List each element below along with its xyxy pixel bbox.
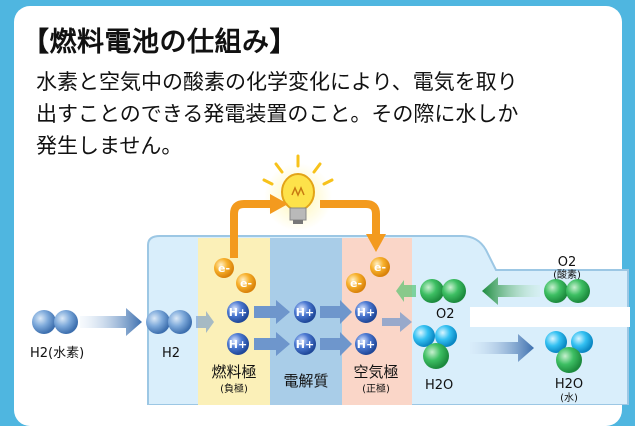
description: 水素と空気中の酸素の化学変化により、電気を取り 出すことのできる発電装置のこと。… [36,66,616,162]
hydrogen-molecule-inner [146,310,192,334]
proton-particle: H+ [355,301,377,323]
label-cathode: 空気極 [353,363,398,381]
proton-particle: H+ [227,301,249,323]
svg-text:e-: e- [374,261,386,274]
electron-particle: e- [370,257,390,277]
water-molecule-outer [545,331,593,373]
lightbulb-icon [281,173,315,224]
label-o2-outer: O2 [558,255,577,270]
label-o2-inner: O2 [436,307,455,322]
description-line-2: 出すことのできる発電装置のこと。その際に水しか [36,102,519,126]
svg-text:e-: e- [240,277,252,290]
svg-text:e-: e- [350,277,362,290]
electron-flow-arrow-right [320,200,380,238]
svg-text:e-: e- [218,262,230,275]
proton-flow-arrows [254,300,412,356]
water-molecule-inner [413,325,457,369]
svg-text:H+: H+ [296,306,314,319]
description-line-1: 水素と空気中の酸素の化学変化により、電気を取り [36,70,518,94]
label-h2o-outer-sub: (水) [560,392,578,404]
label-cathode-sub: (正極) [362,382,390,395]
proton-particle: H+ [294,333,316,355]
fuel-cell-diagram: e- e- e- e- H+ H+ H+ H+ H+ H+ [30,154,630,405]
oxygen-flow-arrow [482,277,540,305]
label-o2-outer-sub: (酸素) [553,268,581,281]
svg-text:H+: H+ [229,338,247,351]
oxygen-molecule-outer [544,279,590,303]
hydrogen-molecule-input [32,310,78,334]
svg-text:H+: H+ [357,338,375,351]
svg-text:H+: H+ [296,338,314,351]
electron-particle: e- [214,258,234,278]
proton-particle: H+ [355,333,377,355]
label-anode-sub: (負極) [220,382,248,395]
description-line-3: 発生しません。 [36,134,183,158]
outlet-divider [470,307,630,327]
label-h2o-outer: H2O [555,377,583,392]
svg-text:H+: H+ [229,306,247,319]
label-anode: 燃料極 [211,363,256,381]
electron-particle: e- [346,273,366,293]
label-h2-input: H2(水素) [30,346,84,361]
label-h2o-inner: H2O [425,378,453,393]
proton-particle: H+ [294,301,316,323]
electron-flow-arrow-left [230,200,276,258]
oxygen-molecule-inner [420,279,466,303]
proton-particle: H+ [227,333,249,355]
label-electrolyte: 電解質 [283,372,328,390]
electron-particle: e- [236,273,256,293]
label-h2-inner: H2 [162,346,180,361]
svg-text:H+: H+ [357,306,375,319]
hydrogen-flow-arrow [80,308,142,336]
water-flow-arrow [470,334,534,362]
page-title: 【燃料電池の仕組み】 [22,27,297,58]
bulb-rays [262,154,334,186]
